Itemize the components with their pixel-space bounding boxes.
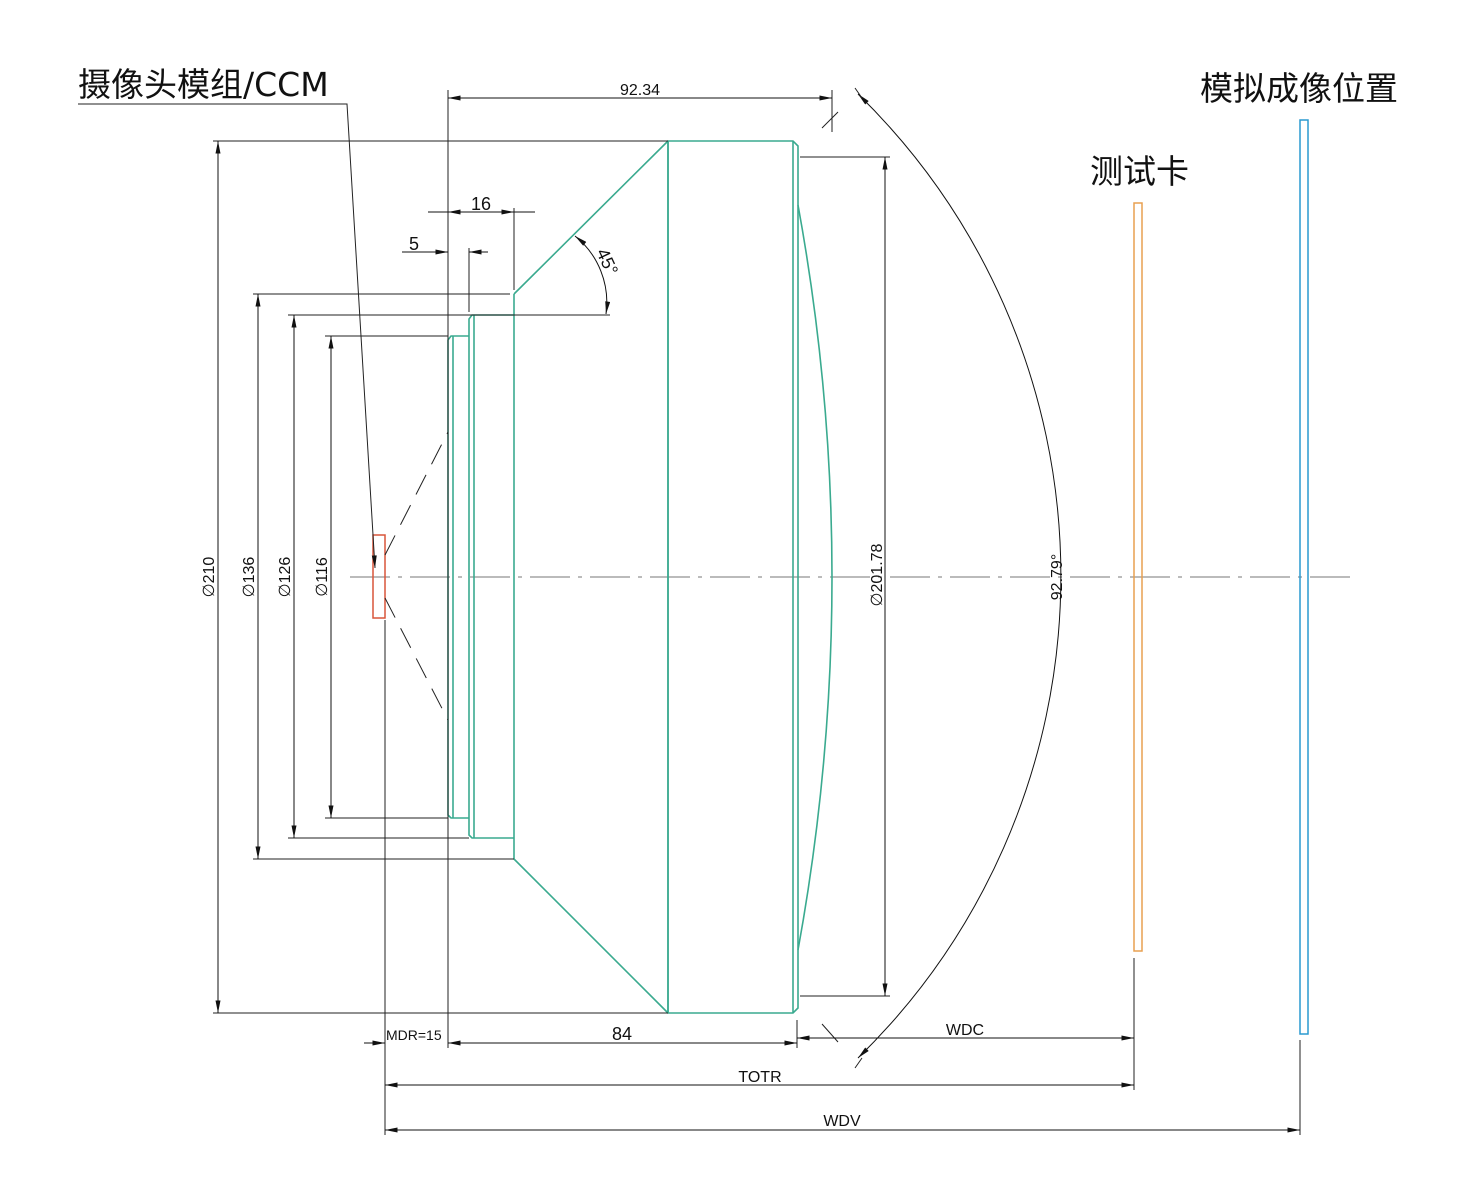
dim-mdr: MDR=15	[386, 1027, 442, 1043]
dim-dia-201: ∅201.78	[869, 543, 886, 606]
test-card	[1133, 202, 1143, 952]
dim-dia-210: ∅210	[201, 557, 218, 598]
dim-fov: 92.79°	[1049, 554, 1066, 600]
dim-dia-126: ∅126	[277, 557, 294, 598]
dim-45-angle: 45°	[592, 245, 622, 278]
sensor-ccm	[372, 534, 386, 619]
dimension-lines	[215, 95, 1300, 1133]
extension-lines	[213, 90, 1301, 1135]
dim-16: 16	[471, 194, 491, 214]
dim-wdc: WDC	[946, 1022, 984, 1039]
dim-wdv: WDV	[823, 1113, 861, 1130]
dim-overall-length: 92.34	[620, 82, 660, 99]
label-simulated-image-position: 模拟成像位置	[1200, 69, 1398, 108]
image-plane	[1299, 119, 1309, 1035]
dim-dia-136: ∅136	[241, 557, 258, 598]
label-camera-module: 摄像头模组/CCM	[78, 65, 329, 104]
dim-dia-116: ∅116	[314, 557, 331, 597]
dim-totr: TOTR	[738, 1069, 781, 1086]
fov-arc	[857, 93, 1062, 1059]
camera-module-leader	[78, 103, 377, 569]
label-test-card: 测试卡	[1090, 152, 1189, 191]
dim-5: 5	[409, 234, 419, 254]
field-of-view-lines	[384, 431, 449, 721]
dim-84: 84	[612, 1024, 632, 1044]
